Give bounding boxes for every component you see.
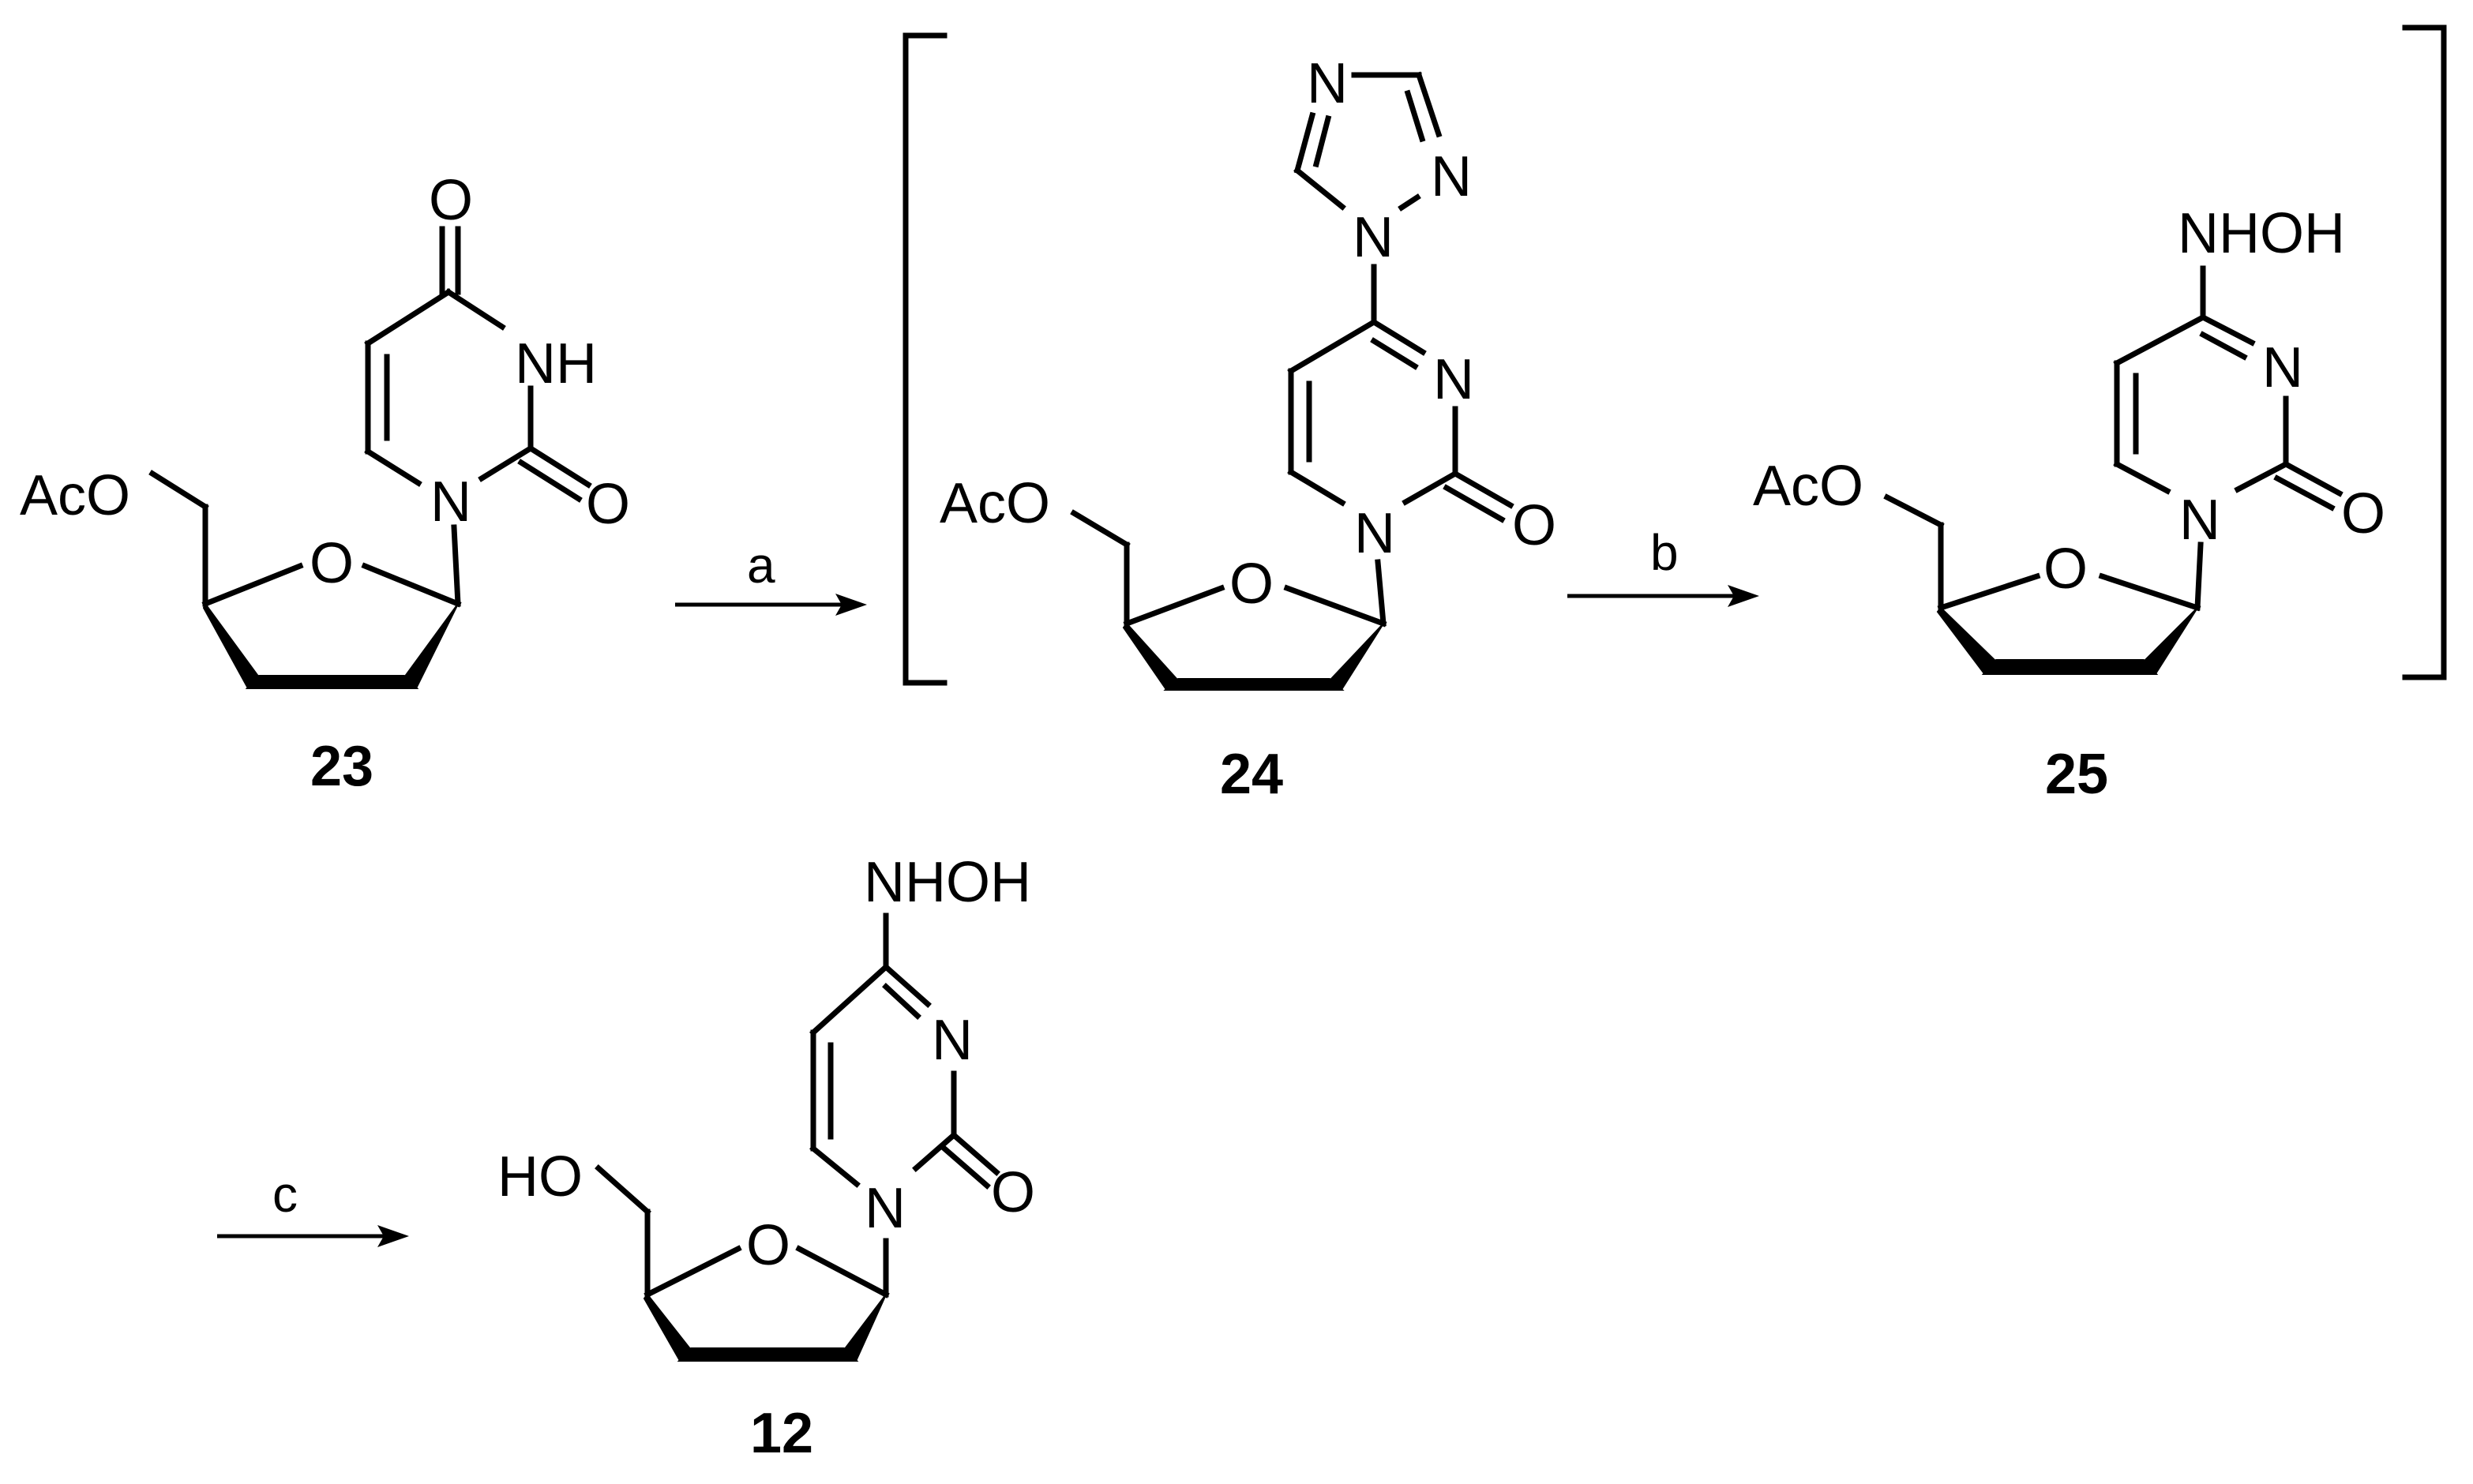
- n3-atom: N: [2262, 336, 2303, 399]
- triazole-n1: N: [1353, 206, 1394, 269]
- bracket-left: [903, 32, 948, 686]
- compound-label-12: 12: [750, 1402, 813, 1465]
- compound-label-25: 25: [2045, 743, 2108, 806]
- aco-group: AcO: [1753, 455, 1863, 518]
- ho-group: HO: [497, 1145, 583, 1209]
- condition-b: b: [1650, 524, 1679, 581]
- n1-atom: N: [1354, 502, 1395, 565]
- compound-25: AcO O N N O NHOH 25: [1753, 202, 2385, 806]
- compound-23: AcO O N NH O O 23: [20, 169, 630, 798]
- n1-atom: N: [430, 470, 471, 534]
- ring-oxygen: O: [746, 1214, 790, 1277]
- aco-group: AcO: [20, 464, 130, 527]
- c2-oxygen: O: [1512, 494, 1556, 557]
- nhoh-group: NHOH: [864, 851, 1031, 914]
- n3h-atom: NH: [515, 332, 597, 395]
- n3-atom: N: [932, 1009, 973, 1072]
- compound-label-23: 23: [310, 735, 373, 798]
- arrow-a: a: [675, 537, 867, 616]
- c2-oxygen: O: [991, 1161, 1035, 1224]
- ring-oxygen: O: [1229, 553, 1274, 616]
- arrow-c: c: [217, 1166, 409, 1247]
- n1-atom: N: [865, 1177, 906, 1240]
- triazole-n4: N: [1307, 52, 1348, 115]
- ring-oxygen: O: [2043, 538, 2088, 601]
- condition-c: c: [272, 1166, 298, 1223]
- n3-atom: N: [1433, 348, 1474, 411]
- c2-oxygen: O: [2341, 482, 2385, 545]
- condition-a: a: [747, 537, 775, 594]
- ring-oxygen: O: [310, 532, 354, 595]
- arrow-b: b: [1567, 524, 1759, 607]
- c2-oxygen: O: [586, 473, 630, 536]
- compound-label-24: 24: [1220, 743, 1283, 806]
- triazole-n2: N: [1431, 145, 1472, 208]
- c4-oxygen: O: [429, 169, 473, 232]
- n1-atom: N: [2179, 489, 2220, 552]
- bracket-right: [2402, 24, 2447, 680]
- nhoh-group: NHOH: [2178, 202, 2345, 265]
- compound-12: HO O N N O NHOH 12: [497, 851, 1035, 1465]
- compound-24: AcO O N N O N N N 24: [940, 52, 1556, 806]
- aco-group: AcO: [940, 472, 1050, 535]
